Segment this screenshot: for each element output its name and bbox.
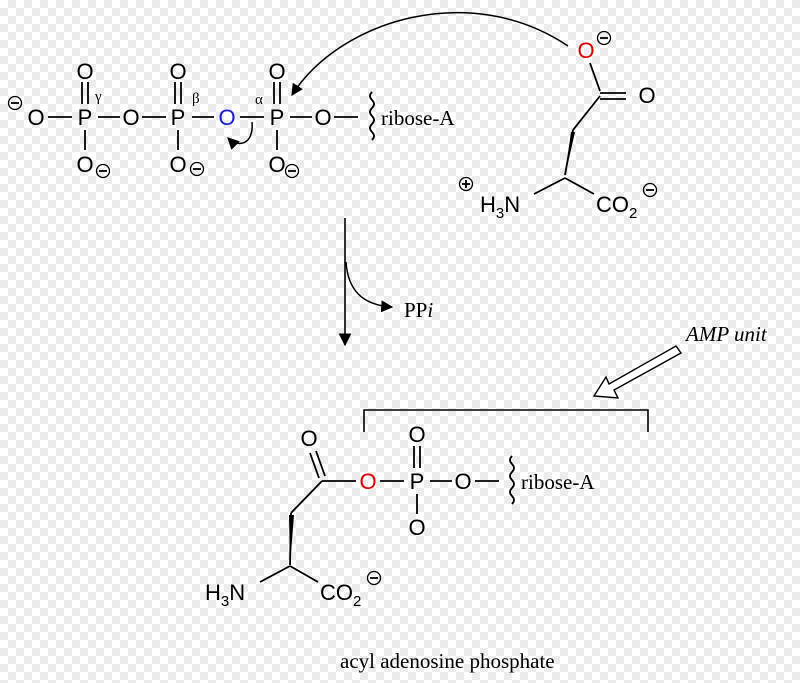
- bond: [589, 62, 601, 92]
- hollow-arrow: [592, 345, 683, 399]
- aspartate-molecule: O O H3N CO2: [291, 11, 658, 222]
- atom-o: O: [122, 105, 139, 130]
- atom-p-beta: P: [171, 105, 186, 130]
- atom-o-red: O: [359, 469, 376, 494]
- ribose-label-top: ribose-A: [381, 106, 455, 130]
- ammonium-group: H3N: [480, 192, 520, 222]
- atom-o: O: [76, 152, 93, 177]
- charge-minus: [642, 182, 658, 198]
- atom-o: O: [314, 105, 331, 130]
- bond: [259, 565, 291, 583]
- product-caption: acyl adenosine phosphate: [340, 649, 555, 673]
- charge-plus: [458, 176, 474, 192]
- charge-minus: [596, 30, 612, 46]
- charge-minus: [366, 570, 382, 586]
- bond: [309, 452, 320, 479]
- carboxylate-group: CO2: [596, 192, 637, 222]
- amp-bracket: [363, 409, 649, 432]
- atom-o: O: [408, 515, 425, 540]
- wavy-bond: [509, 455, 515, 505]
- atom-o: O: [169, 152, 186, 177]
- charge-minus: [284, 163, 300, 179]
- byproduct-arrow: [345, 261, 394, 313]
- atom-o: O: [268, 59, 285, 84]
- wedge-bond: [289, 515, 294, 566]
- amp-unit-pointer: AMP unit: [363, 322, 768, 432]
- atom-o: O: [268, 152, 285, 177]
- bond: [564, 177, 595, 195]
- atom-o: O: [638, 83, 655, 108]
- alpha-label: α: [255, 92, 263, 108]
- charge-minus: [7, 95, 23, 111]
- atom-p-alpha: P: [270, 105, 285, 130]
- atom-o-bridging-blue: O: [218, 105, 235, 130]
- atom-o: O: [169, 59, 186, 84]
- atom-p: P: [410, 469, 425, 494]
- charge-minus: [95, 163, 111, 179]
- bond: [290, 480, 323, 514]
- ribose-label-bottom: ribose-A: [521, 470, 595, 494]
- bond: [533, 177, 566, 195]
- amp-unit-label: AMP unit: [684, 322, 768, 346]
- curved-arrow-attack: [291, 11, 569, 97]
- beta-label: β: [192, 91, 200, 107]
- bond: [289, 565, 319, 583]
- atom-o: O: [27, 105, 44, 130]
- atom-o: O: [454, 469, 471, 494]
- bond: [315, 450, 326, 477]
- wedge-bond: [565, 132, 575, 176]
- atom-o: O: [300, 426, 317, 451]
- wavy-bond: [369, 91, 375, 141]
- atp-triphosphate: O P O O O P O O O P O O O γ β α: [7, 59, 455, 179]
- atom-o: O: [76, 59, 93, 84]
- atom-p-gamma: P: [78, 105, 93, 130]
- ppi-label: PPi: [404, 298, 433, 322]
- atom-o-red: O: [577, 38, 594, 63]
- bond: [572, 95, 601, 131]
- atom-o: O: [408, 422, 425, 447]
- amine-group: H3N: [205, 580, 245, 610]
- gamma-label: γ: [94, 89, 102, 105]
- carboxylate-group: CO2: [320, 580, 361, 610]
- reaction-arrow: PPi: [338, 218, 433, 347]
- acyl-adenosine-phosphate: O O P O O O ribose-A H3N CO2: [205, 422, 595, 610]
- charge-minus: [189, 161, 205, 177]
- curved-arrow-small: [227, 121, 253, 150]
